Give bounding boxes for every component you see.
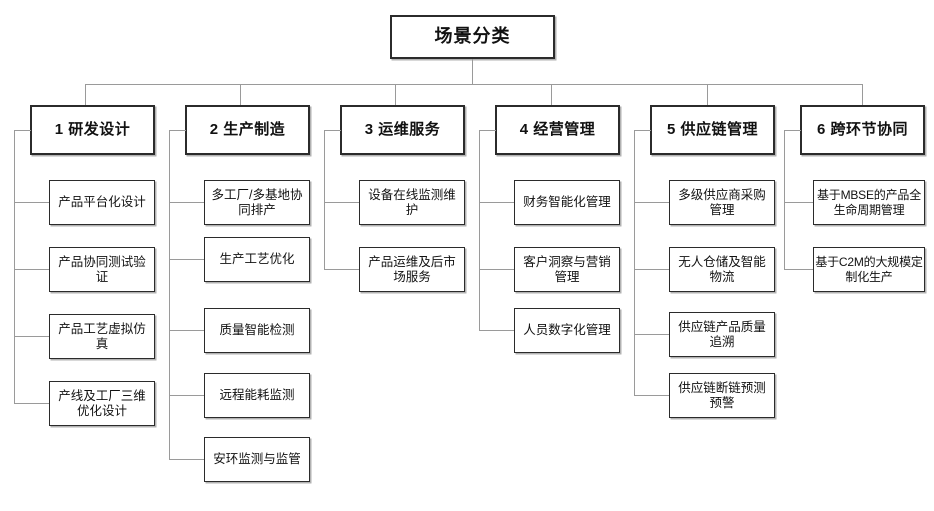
leaf-node-1-2[interactable]: 产品协同测试验证 bbox=[49, 247, 155, 292]
col6-header-stub bbox=[784, 130, 801, 131]
col6-stub-1 bbox=[784, 202, 813, 203]
root-node-label: 场景分类 bbox=[434, 26, 511, 47]
category-header-6-label: 6 跨环节协同 bbox=[816, 121, 908, 139]
col4-stub-2 bbox=[479, 269, 514, 270]
col5-stub-2 bbox=[634, 269, 669, 270]
leaf-node-5-4[interactable]: 供应链断链预测预警 bbox=[669, 373, 775, 418]
col4-stub-3 bbox=[479, 330, 514, 331]
leaf-node-5-2[interactable]: 无人仓储及智能物流 bbox=[669, 247, 775, 292]
col6-stub-2 bbox=[784, 269, 813, 270]
col3-header-stub bbox=[324, 130, 341, 131]
leaf-node-1-3-label: 产品工艺虚拟仿真 bbox=[58, 321, 146, 351]
bus-drop-4 bbox=[551, 84, 552, 105]
col4-header-stub bbox=[479, 130, 496, 131]
leaf-node-5-3-label: 供应链产品质量追溯 bbox=[678, 319, 766, 349]
col1-header-stub bbox=[14, 130, 31, 131]
leaf-node-4-3[interactable]: 人员数字化管理 bbox=[514, 308, 620, 353]
col5-header-stub bbox=[634, 130, 651, 131]
col2-stub-2 bbox=[169, 259, 204, 260]
leaf-node-6-2-label: 基于C2M的大规模定制化生产 bbox=[815, 255, 923, 284]
category-header-6[interactable]: 6 跨环节协同 bbox=[800, 105, 925, 155]
bus-drop-2 bbox=[240, 84, 241, 105]
category-header-1-label: 1 研发设计 bbox=[54, 121, 131, 139]
bus-drop-5 bbox=[707, 84, 708, 105]
leaf-node-6-1-label: 基于MBSE的产品全生命周期管理 bbox=[816, 188, 921, 217]
bus-drop-6 bbox=[862, 84, 863, 105]
category-header-2-label: 2 生产制造 bbox=[209, 121, 286, 139]
leaf-node-4-1[interactable]: 财务智能化管理 bbox=[514, 180, 620, 225]
leaf-node-3-1[interactable]: 设备在线监测维护 bbox=[359, 180, 465, 225]
col3-stub-1 bbox=[324, 202, 359, 203]
leaf-node-2-3-label: 质量智能检测 bbox=[219, 323, 295, 338]
bus-drop-1 bbox=[85, 84, 86, 105]
leaf-node-2-4[interactable]: 远程能耗监测 bbox=[204, 373, 310, 418]
col2-header-stub bbox=[169, 130, 186, 131]
leaf-node-5-1-label: 多级供应商采购管理 bbox=[678, 187, 766, 217]
col1-stub-3 bbox=[14, 336, 49, 337]
leaf-node-1-1[interactable]: 产品平台化设计 bbox=[49, 180, 155, 225]
category-header-4-label: 4 经营管理 bbox=[519, 121, 596, 139]
leaf-node-2-5[interactable]: 安环监测与监管 bbox=[204, 437, 310, 482]
leaf-node-4-2[interactable]: 客户洞察与营销管理 bbox=[514, 247, 620, 292]
col2-stub-4 bbox=[169, 395, 204, 396]
bus-line bbox=[85, 84, 863, 85]
leaf-node-1-4[interactable]: 产线及工厂三维优化设计 bbox=[49, 381, 155, 426]
leaf-node-3-1-label: 设备在线监测维护 bbox=[368, 187, 456, 217]
col1-stub-4 bbox=[14, 403, 49, 404]
leaf-node-2-3[interactable]: 质量智能检测 bbox=[204, 308, 310, 353]
col1-stub-2 bbox=[14, 269, 49, 270]
leaf-node-2-2-label: 生产工艺优化 bbox=[219, 252, 295, 267]
col4-stub-1 bbox=[479, 202, 514, 203]
leaf-node-2-1[interactable]: 多工厂/多基地协同排产 bbox=[204, 180, 310, 225]
col5-stub-1 bbox=[634, 202, 669, 203]
leaf-node-4-2-label: 客户洞察与营销管理 bbox=[523, 254, 611, 284]
category-header-3-label: 3 运维服务 bbox=[364, 121, 441, 139]
col5-trunk bbox=[634, 130, 635, 395]
root-node: 场景分类 bbox=[390, 15, 555, 59]
col5-stub-4 bbox=[634, 395, 669, 396]
leaf-node-2-5-label: 安环监测与监管 bbox=[213, 452, 301, 467]
col2-stub-1 bbox=[169, 202, 204, 203]
leaf-node-6-2[interactable]: 基于C2M的大规模定制化生产 bbox=[813, 247, 925, 292]
col2-trunk bbox=[169, 130, 170, 459]
leaf-node-5-1[interactable]: 多级供应商采购管理 bbox=[669, 180, 775, 225]
leaf-node-5-3[interactable]: 供应链产品质量追溯 bbox=[669, 312, 775, 357]
category-header-4[interactable]: 4 经营管理 bbox=[495, 105, 620, 155]
leaf-node-1-1-label: 产品平台化设计 bbox=[58, 195, 146, 210]
leaf-node-4-1-label: 财务智能化管理 bbox=[523, 195, 611, 210]
leaf-node-4-3-label: 人员数字化管理 bbox=[523, 323, 611, 338]
col2-stub-3 bbox=[169, 330, 204, 331]
col3-stub-2 bbox=[324, 269, 359, 270]
leaf-node-3-2[interactable]: 产品运维及后市场服务 bbox=[359, 247, 465, 292]
root-stem bbox=[472, 59, 473, 84]
leaf-node-2-1-label: 多工厂/多基地协同排产 bbox=[211, 187, 303, 217]
bus-drop-3 bbox=[395, 84, 396, 105]
col4-trunk bbox=[479, 130, 480, 330]
leaf-node-5-2-label: 无人仓储及智能物流 bbox=[678, 254, 766, 284]
category-header-3[interactable]: 3 运维服务 bbox=[340, 105, 465, 155]
col1-trunk bbox=[14, 130, 15, 403]
col6-trunk bbox=[784, 130, 785, 269]
col2-stub-5 bbox=[169, 459, 204, 460]
leaf-node-1-3[interactable]: 产品工艺虚拟仿真 bbox=[49, 314, 155, 359]
leaf-node-6-1[interactable]: 基于MBSE的产品全生命周期管理 bbox=[813, 180, 925, 225]
leaf-node-2-2[interactable]: 生产工艺优化 bbox=[204, 237, 310, 282]
category-header-5-label: 5 供应链管理 bbox=[666, 121, 758, 139]
category-header-5[interactable]: 5 供应链管理 bbox=[650, 105, 775, 155]
col1-stub-1 bbox=[14, 202, 49, 203]
leaf-node-1-4-label: 产线及工厂三维优化设计 bbox=[58, 388, 146, 418]
leaf-node-5-4-label: 供应链断链预测预警 bbox=[678, 380, 766, 410]
leaf-node-3-2-label: 产品运维及后市场服务 bbox=[368, 254, 456, 284]
col3-trunk bbox=[324, 130, 325, 269]
leaf-node-2-4-label: 远程能耗监测 bbox=[219, 388, 295, 403]
col5-stub-3 bbox=[634, 334, 669, 335]
category-header-2[interactable]: 2 生产制造 bbox=[185, 105, 310, 155]
category-header-1[interactable]: 1 研发设计 bbox=[30, 105, 155, 155]
leaf-node-1-2-label: 产品协同测试验证 bbox=[58, 254, 146, 284]
